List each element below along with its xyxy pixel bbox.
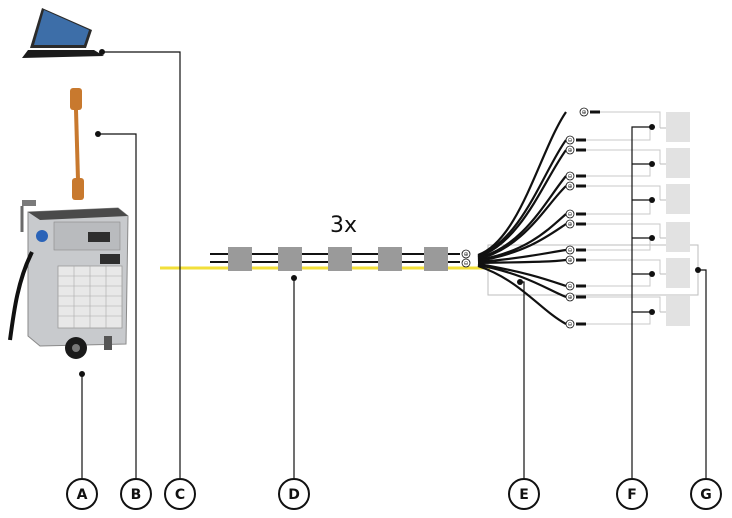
callout-e-label: E (519, 487, 529, 503)
pipe-heaters (660, 112, 690, 326)
polarity-mark: ⊖ (567, 137, 572, 144)
callout-a: A (66, 478, 98, 510)
polarity-mark: ⊕ (581, 109, 586, 116)
multiplier-label: 3x (330, 213, 357, 238)
laptop (22, 8, 104, 58)
polarity-mark: ⊖ (567, 247, 572, 254)
callout-d-label: D (288, 487, 300, 503)
callout-b-label: B (131, 487, 142, 503)
polarity-mark: ⊖ (567, 211, 572, 218)
polarity-connectors: ⊕ ⊖ ⊕ ⊖ ⊕ ⊖ ⊕ ⊖ ⊕ ⊖ ⊕ ⊖ (565, 107, 589, 329)
callout-b: B (120, 478, 152, 510)
polarity-mark: ⊕ (567, 147, 572, 154)
polarity-mark: ⊕ (567, 294, 572, 301)
callout-d: D (278, 478, 310, 510)
callout-c: C (164, 478, 196, 510)
polarity-mark: ⊖ (567, 283, 572, 290)
polarity-mark: ⊕ (567, 221, 572, 228)
callout-c-label: C (175, 487, 185, 503)
callout-f: F (616, 478, 648, 510)
callout-f-label: F (627, 487, 637, 503)
blue-socket-icon (36, 230, 48, 242)
welding-machine (8, 200, 129, 359)
callout-e: E (508, 478, 540, 510)
connector-cable (70, 88, 84, 200)
cable-fan-out: ⊕ ⊖ ⊕ ⊖ ⊕ ⊖ ⊕ ⊖ ⊕ ⊖ ⊕ ⊖ (477, 107, 699, 329)
callout-g: G (690, 478, 722, 510)
polarity-mark: ⊖ (567, 173, 572, 180)
svg-text:⊕: ⊕ (463, 251, 468, 258)
svg-text:⊖: ⊖ (463, 260, 468, 267)
callout-a-label: A (77, 487, 88, 503)
polarity-mark: ⊖ (567, 321, 572, 328)
leader-dots (79, 49, 701, 377)
callout-g-label: G (700, 487, 712, 503)
polarity-mark: ⊕ (567, 257, 572, 264)
extension-cables: ⊕ ⊖ (160, 247, 490, 271)
polarity-mark: ⊕ (567, 183, 572, 190)
laptop-screen (34, 10, 89, 45)
